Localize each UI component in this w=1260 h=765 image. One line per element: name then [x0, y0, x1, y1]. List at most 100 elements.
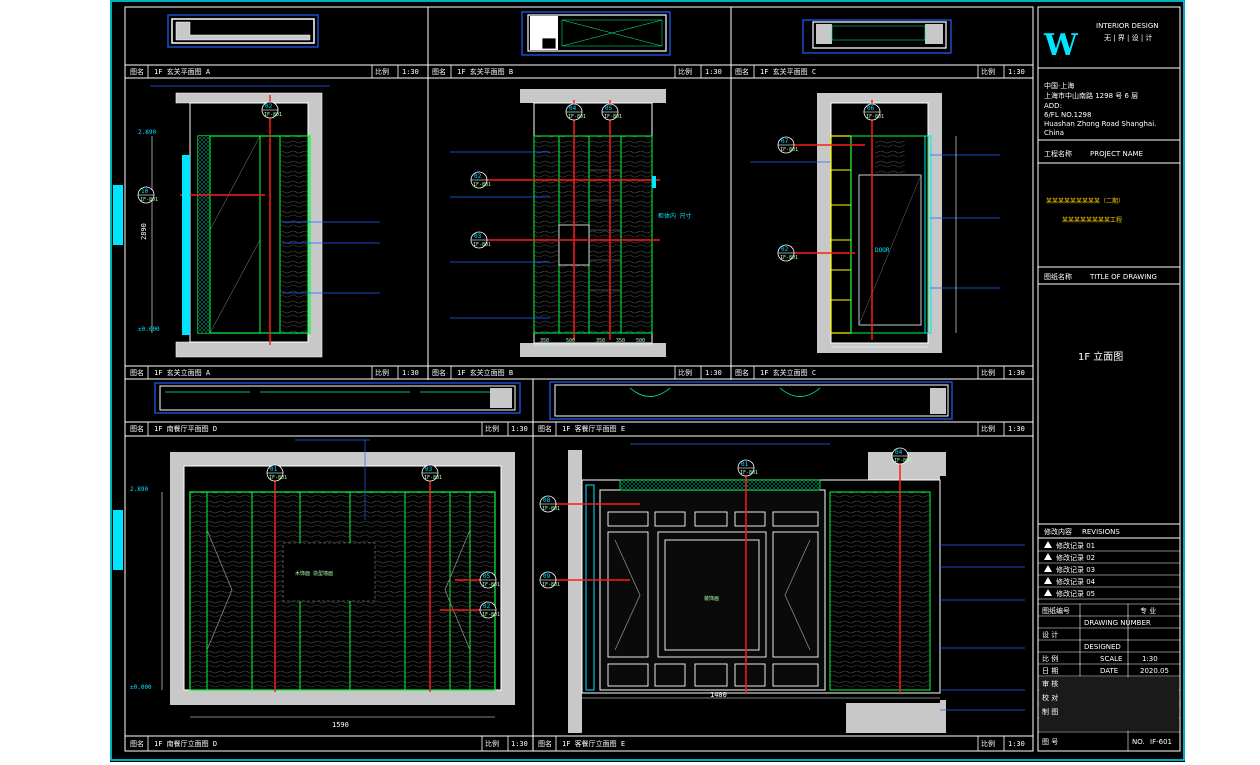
triangle-icon	[1044, 553, 1052, 560]
revision-text: 修改记录 03	[1056, 565, 1095, 574]
drawing-title: 1F 立面图	[1078, 350, 1123, 363]
marker-number: 02	[781, 246, 789, 253]
cell-designed: 设 计	[1042, 630, 1058, 639]
info-table: 图纸编号 专 业 DRAWING NUMBER 设 计 DESIGNED 比 例…	[1038, 603, 1180, 751]
revision-row: 修改记录 04	[1044, 577, 1096, 586]
marker-sheet: IF-801	[542, 582, 560, 588]
panel-label: 图名	[538, 424, 552, 433]
triangle-icon	[1044, 565, 1052, 572]
scale-label: 比例	[981, 67, 995, 76]
triangle-icon	[1044, 589, 1052, 596]
panel-title: 1F 玄关立面图 B	[457, 368, 513, 377]
cell-sheet-label: 图 号	[1042, 738, 1058, 746]
marker-number: 09	[543, 573, 551, 580]
cell-drawing-number: 图纸编号	[1042, 606, 1070, 615]
section-marker-d4: 02 IF-801	[479, 601, 500, 619]
scale-value: 1:30	[705, 68, 722, 76]
panel-title-elev-b: 图名 1F 玄关立面图 B 比例 1:30	[432, 368, 722, 377]
marker-number: 03	[474, 233, 482, 240]
marker-number: 02	[483, 603, 491, 610]
triangle-icon	[1044, 577, 1052, 584]
edge-mark-bottom	[113, 510, 123, 570]
scale-value: 1:30	[1008, 369, 1025, 377]
panel-title-plan-a: 图名 1F 玄关平面图 A 比例 1:30	[130, 67, 419, 76]
marker-sheet: IF-801	[780, 255, 798, 261]
dim-1: 350	[540, 338, 549, 344]
revision-row: 修改记录 02	[1044, 553, 1095, 562]
revision-row: 修改记录 03	[1044, 565, 1095, 574]
marker-sheet: IF-801	[780, 147, 798, 153]
project-name-line-1: 某某某某某某某某某（二期）	[1046, 197, 1124, 205]
marker-sheet: IF-801	[269, 475, 287, 481]
marker-sheet: IF-801	[894, 458, 912, 464]
title-strip-dividers	[147, 65, 1005, 751]
elevation-d-drawing: 木饰面 造型墙面 1590 2.890 ±0.000	[130, 439, 515, 729]
revision-rows: 修改记录 01 修改记录 02 修改记录 03 修改记录 04 修改记录 05	[1038, 541, 1180, 600]
section-marker-b4: 03 IF-801	[470, 231, 491, 249]
elevation-b-drawing: 柜体内 尺寸 350 500 350 350 500	[450, 89, 692, 357]
marker-number: 01	[270, 466, 278, 473]
marker-number: 07	[781, 138, 789, 145]
logo-mark: W	[1043, 28, 1079, 63]
panel-label: 图名	[432, 67, 446, 76]
marker-number: 04	[569, 105, 577, 112]
panel-label: 图名	[130, 739, 144, 748]
scale-value: 1:30	[1008, 425, 1025, 433]
marker-number: 01	[741, 461, 749, 468]
cell-date-label: 日 期	[1042, 667, 1058, 675]
center-art-note: 装饰画	[704, 595, 719, 602]
cell-scale-en: SCALE	[1100, 655, 1122, 663]
dim-total: 1400	[710, 691, 727, 699]
address-line-6: China	[1044, 129, 1064, 137]
marker-sheet: IF-801	[568, 114, 586, 120]
marker-number: 05	[483, 573, 491, 580]
section-marker-c3: 02 IF-801	[777, 244, 798, 262]
project-label-en: PROJECT NAME	[1090, 150, 1143, 158]
section-marker-d3: 05 IF-801	[479, 571, 500, 589]
revision-row: 修改记录 01	[1044, 541, 1095, 550]
marker-sheet: IF-801	[264, 112, 282, 118]
dim-total: 1590	[332, 721, 349, 729]
revision-text: 修改记录 02	[1056, 553, 1095, 562]
marker-number: 03	[425, 466, 433, 473]
panel-label: 图名	[130, 368, 144, 377]
section-marker-a2: 10 IF-801	[137, 186, 158, 204]
panel-title-elev-e: 图名 1F 客餐厅立面图 E 比例 1:30	[538, 739, 1025, 748]
scale-label: 比例	[485, 739, 499, 748]
drawing-sheet: 图名 1F 玄关平面图 A 比例 1:30 图名 1F 玄关平面图 B 比例 1…	[110, 0, 1185, 762]
scale-label: 比例	[678, 67, 692, 76]
plan-b-drawing	[521, 11, 671, 56]
revision-text: 修改记录 05	[1056, 589, 1095, 598]
panel-label: 图名	[130, 67, 144, 76]
dim-4: 350	[616, 338, 625, 344]
cell-review: 审 核	[1042, 679, 1058, 688]
project-name-line-2: 某某某某某某某某工程	[1062, 216, 1122, 224]
section-marker-c2: 07 IF-801	[777, 136, 798, 154]
panel-title-elev-c: 图名 1F 玄关立面图 C 比例 1:30	[735, 368, 1025, 377]
panel-title-plan-b: 图名 1F 玄关平面图 B 比例 1:30	[432, 67, 722, 76]
dim-3: 350	[596, 338, 605, 344]
project-label: 工程名称	[1044, 149, 1072, 158]
dim-row-b: 350 500 350 350 500	[540, 338, 645, 344]
drawing-label-en: TITLE OF DRAWING	[1089, 273, 1157, 281]
scale-label: 比例	[375, 67, 389, 76]
section-marker-d1: 01 IF-801	[266, 464, 287, 482]
scale-label: 比例	[981, 424, 995, 433]
cell-date-en: DATE	[1100, 667, 1118, 675]
scale-value: 1:30	[402, 369, 419, 377]
revisions-header: 修改内容	[1044, 527, 1072, 536]
dim-height: 2890	[140, 223, 148, 240]
marker-number: 02	[265, 103, 273, 110]
cell-draft: 制 图	[1042, 707, 1058, 716]
cell-discipline: 专 业	[1140, 606, 1156, 615]
revision-text: 修改记录 01	[1056, 541, 1095, 550]
section-marker-b3: 02 IF-801	[470, 171, 491, 189]
section-marker-b2: 05 IF-801	[601, 103, 622, 121]
scale-value: 1:30	[1008, 740, 1025, 748]
scale-value: 1:30	[402, 68, 419, 76]
cell-drawing-number-en: DRAWING NUMBER	[1084, 619, 1151, 627]
scale-label: 比例	[981, 368, 995, 377]
brand-logo: W INTERIOR DESIGN 无 | 界 | 设 | 计	[1043, 22, 1159, 63]
marker-sheet: IF-801	[604, 114, 622, 120]
cell-date-value: 2020.05	[1140, 667, 1169, 675]
